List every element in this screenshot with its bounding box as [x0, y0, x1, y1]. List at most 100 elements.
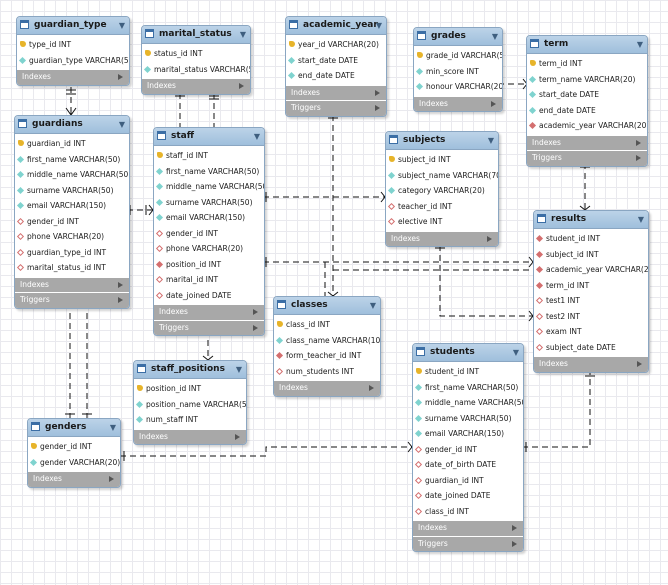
column-row[interactable]: year_id VARCHAR(20): [286, 37, 386, 53]
column-row[interactable]: end_date DATE: [286, 68, 386, 84]
section-indexes[interactable]: Indexes: [527, 134, 647, 150]
column-row[interactable]: gender_id INT: [154, 226, 264, 242]
section-triggers[interactable]: Triggers: [15, 292, 129, 308]
column-row[interactable]: min_score INT: [414, 64, 502, 80]
column-row[interactable]: phone VARCHAR(20): [15, 229, 129, 245]
column-row[interactable]: email VARCHAR(150): [154, 210, 264, 226]
table-header[interactable]: grades▼: [414, 28, 502, 46]
collapse-caret-icon[interactable]: ▼: [239, 30, 246, 39]
collapse-caret-icon[interactable]: ▼: [491, 32, 498, 41]
column-row[interactable]: position_id INT: [154, 257, 264, 273]
collapse-caret-icon[interactable]: ▼: [487, 136, 494, 145]
column-row[interactable]: surname VARCHAR(50): [15, 183, 129, 199]
column-row[interactable]: position_name VARCHAR(50): [134, 397, 246, 413]
expand-arrow-icon[interactable]: [253, 324, 258, 331]
column-row[interactable]: class_id INT: [274, 317, 380, 333]
column-row[interactable]: class_name VARCHAR(10): [274, 333, 380, 349]
section-triggers[interactable]: Triggers: [286, 100, 386, 116]
expand-arrow-icon[interactable]: [375, 89, 380, 96]
section-triggers[interactable]: Triggers: [527, 150, 647, 166]
column-row[interactable]: academic_year VARCHAR(20): [527, 118, 647, 134]
table-header[interactable]: term▼: [527, 36, 647, 54]
expand-arrow-icon[interactable]: [512, 525, 517, 531]
section-indexes[interactable]: Indexes: [15, 276, 129, 292]
column-row[interactable]: subject_date DATE: [534, 340, 648, 356]
column-row[interactable]: term_id INT: [527, 56, 647, 72]
expand-arrow-icon[interactable]: [512, 540, 517, 547]
table-academic-year[interactable]: academic_year▼ year_id VARCHAR(20)start_d…: [285, 16, 387, 117]
column-row[interactable]: date_joined DATE: [413, 488, 523, 504]
collapse-caret-icon[interactable]: ▼: [512, 348, 519, 357]
column-row[interactable]: end_date DATE: [527, 103, 647, 119]
table-header[interactable]: staff_positions▼: [134, 361, 246, 379]
collapse-caret-icon[interactable]: ▼: [253, 132, 260, 141]
column-row[interactable]: marital_status_id INT: [15, 260, 129, 276]
table-header[interactable]: marital_status▼: [142, 26, 250, 44]
section-indexes[interactable]: Indexes: [534, 356, 648, 372]
column-row[interactable]: first_name VARCHAR(50): [154, 164, 264, 180]
column-row[interactable]: first_name VARCHAR(50): [413, 380, 523, 396]
column-row[interactable]: test2 INT: [534, 309, 648, 325]
table-header[interactable]: genders▼: [28, 419, 120, 437]
section-indexes[interactable]: Indexes: [17, 69, 129, 85]
column-row[interactable]: guardian_id INT: [413, 473, 523, 489]
table-header[interactable]: classes▼: [274, 297, 380, 315]
column-row[interactable]: term_id INT: [534, 278, 648, 294]
table-header[interactable]: academic_year▼: [286, 17, 386, 35]
expand-arrow-icon[interactable]: [253, 309, 258, 315]
column-row[interactable]: subject_id INT: [534, 247, 648, 263]
column-row[interactable]: student_id INT: [413, 364, 523, 380]
column-row[interactable]: status_id INT: [142, 46, 250, 62]
column-row[interactable]: subject_name VARCHAR(70): [386, 168, 498, 184]
column-row[interactable]: staff_id INT: [154, 148, 264, 164]
table-header[interactable]: students▼: [413, 344, 523, 362]
column-row[interactable]: marital_id INT: [154, 272, 264, 288]
expand-arrow-icon[interactable]: [118, 297, 123, 303]
expand-arrow-icon[interactable]: [491, 100, 496, 107]
expand-arrow-icon[interactable]: [375, 105, 380, 111]
expand-arrow-icon[interactable]: [118, 281, 123, 288]
column-row[interactable]: guardian_type_id INT: [15, 245, 129, 261]
column-row[interactable]: middle_name VARCHAR(50): [15, 167, 129, 183]
collapse-caret-icon[interactable]: ▼: [637, 215, 644, 224]
expand-arrow-icon[interactable]: [487, 235, 492, 242]
column-row[interactable]: marital_status VARCHAR(50): [142, 62, 250, 78]
section-triggers[interactable]: Triggers: [413, 535, 523, 551]
column-row[interactable]: grade_id VARCHAR(5): [414, 48, 502, 64]
column-row[interactable]: elective INT: [386, 214, 498, 230]
section-indexes[interactable]: Indexes: [142, 78, 250, 94]
column-row[interactable]: academic_year VARCHAR(25): [534, 262, 648, 278]
column-row[interactable]: start_date DATE: [286, 53, 386, 69]
collapse-caret-icon[interactable]: ▼: [109, 423, 116, 432]
column-row[interactable]: date_of_birth DATE: [413, 457, 523, 473]
section-indexes[interactable]: Indexes: [134, 428, 246, 444]
table-header[interactable]: subjects▼: [386, 132, 498, 150]
section-triggers[interactable]: Triggers: [154, 319, 264, 335]
column-row[interactable]: gender_id INT: [15, 214, 129, 230]
expand-arrow-icon[interactable]: [109, 476, 114, 482]
column-row[interactable]: surname VARCHAR(50): [413, 411, 523, 427]
table-header[interactable]: results▼: [534, 211, 648, 229]
column-row[interactable]: date_joined DATE: [154, 288, 264, 304]
section-indexes[interactable]: Indexes: [28, 471, 120, 487]
table-header[interactable]: staff▼: [154, 128, 264, 146]
collapse-caret-icon[interactable]: ▼: [375, 21, 382, 30]
table-header[interactable]: guardian_type▼: [17, 17, 129, 35]
column-row[interactable]: type_id INT: [17, 37, 129, 53]
column-row[interactable]: phone VARCHAR(20): [154, 241, 264, 257]
column-row[interactable]: middle_name VARCHAR(50): [154, 179, 264, 195]
collapse-caret-icon[interactable]: ▼: [369, 301, 376, 310]
column-row[interactable]: num_staff INT: [134, 412, 246, 428]
expand-arrow-icon[interactable]: [118, 74, 123, 80]
